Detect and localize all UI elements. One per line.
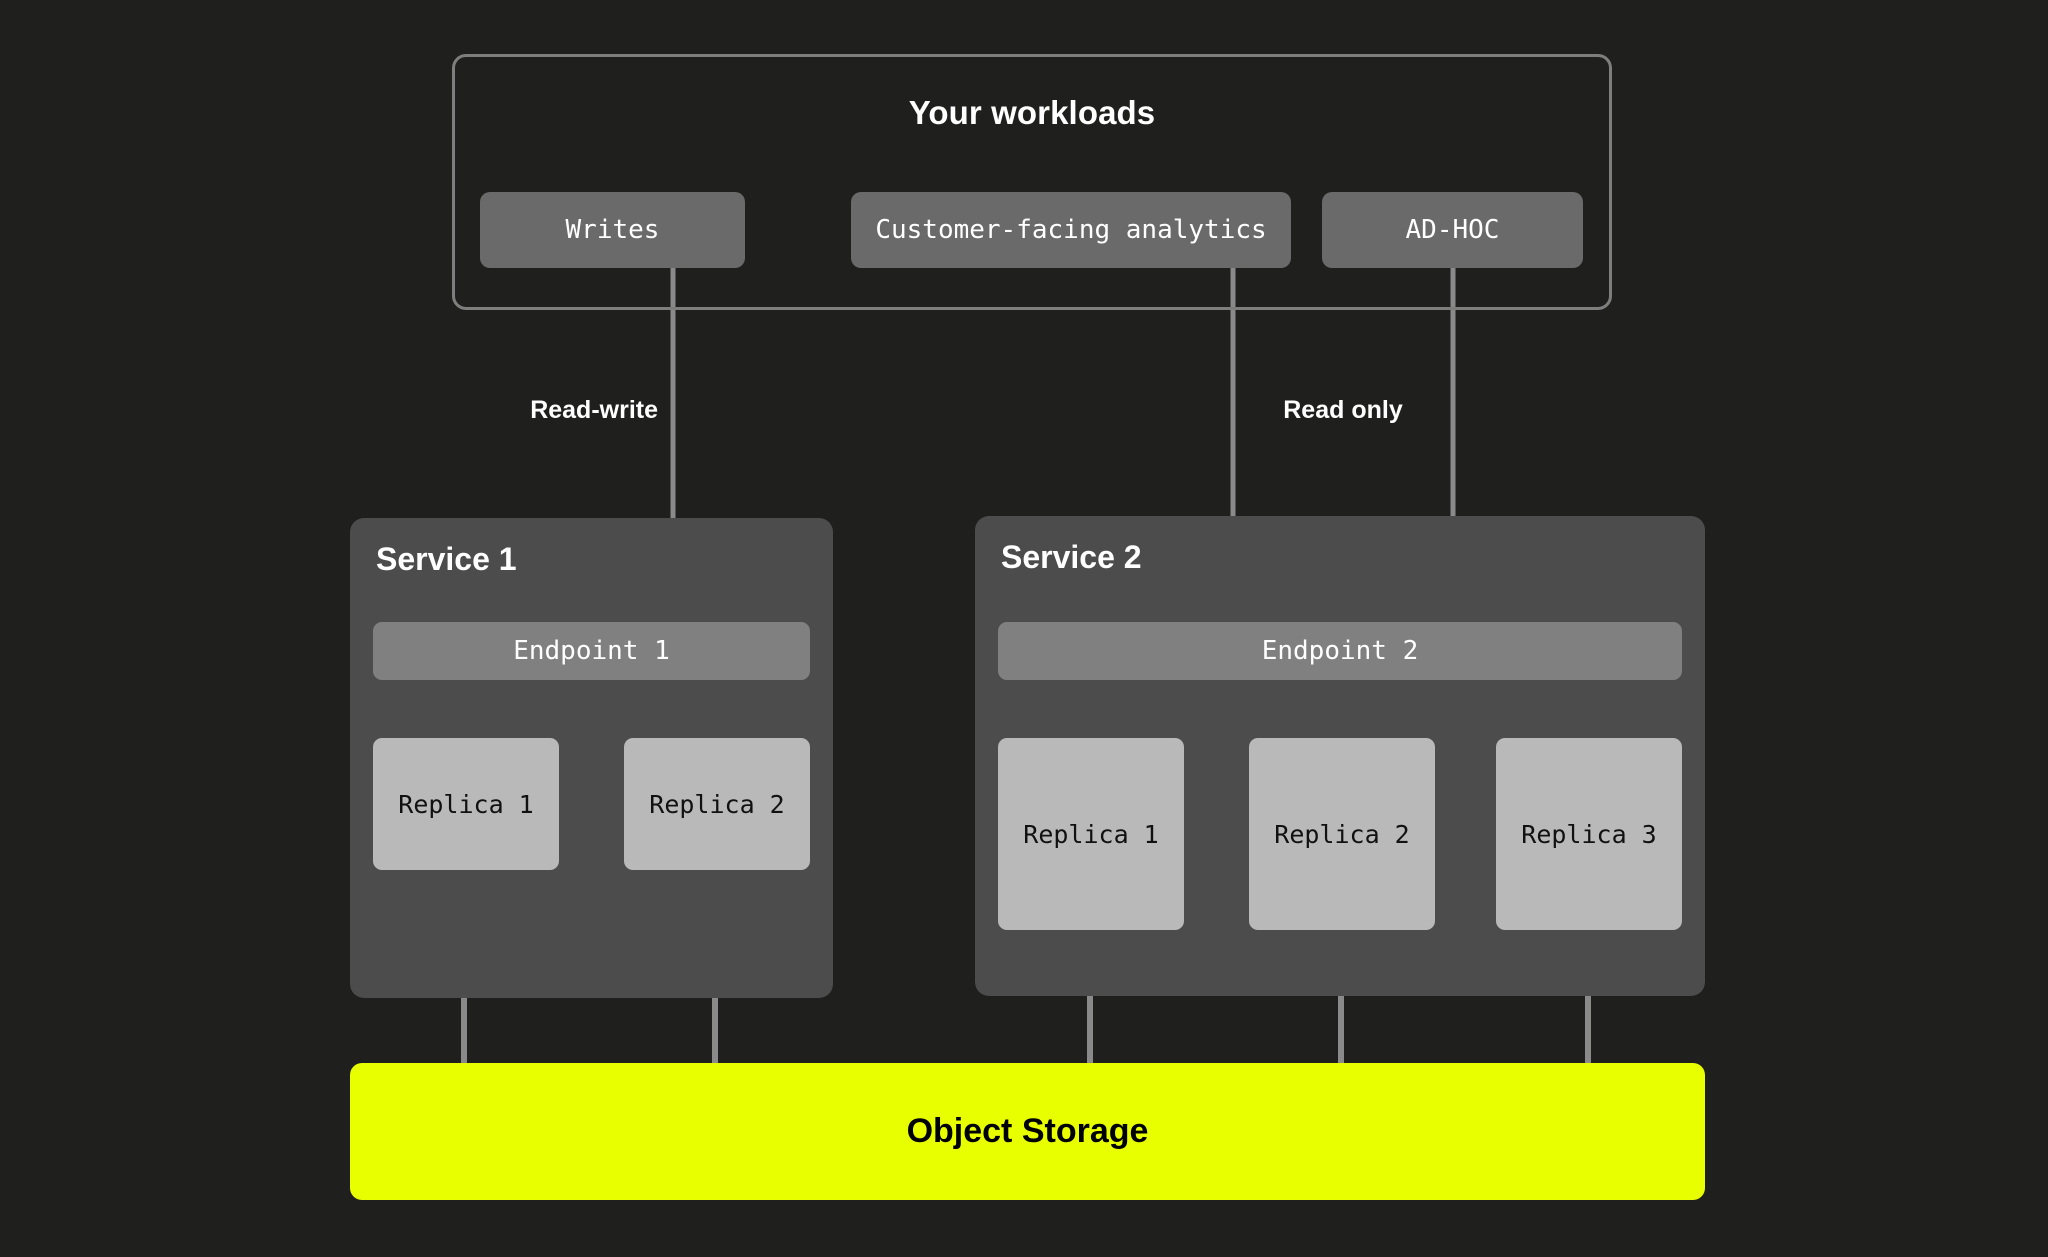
service-2-replica-2[interactable]: Replica 2: [1249, 738, 1435, 930]
edge-label-read-write: Read-write: [530, 396, 658, 424]
service-2-title: Service 2: [1001, 539, 1142, 575]
endpoint-2[interactable]: Endpoint 2: [998, 622, 1682, 680]
service-1-replica-1[interactable]: Replica 1: [373, 738, 559, 870]
service-2-replica-1[interactable]: Replica 1: [998, 738, 1184, 930]
service-panel-1: Service 1 Endpoint 1 Replica 1 Replica 2: [350, 518, 833, 998]
workload-chip-ad-hoc[interactable]: AD-HOC: [1322, 192, 1583, 268]
service-1-replica-2[interactable]: Replica 2: [624, 738, 810, 870]
workload-chip-customer-facing-analytics[interactable]: Customer-facing analytics: [851, 192, 1291, 268]
service-panel-2: Service 2 Endpoint 2 Replica 1 Replica 2…: [975, 516, 1705, 996]
object-storage-bar[interactable]: Object Storage: [350, 1063, 1705, 1200]
service-1-title: Service 1: [376, 541, 517, 577]
service-2-replica-3[interactable]: Replica 3: [1496, 738, 1682, 930]
endpoint-1[interactable]: Endpoint 1: [373, 622, 810, 680]
edge-label-read-only: Read only: [1283, 396, 1403, 424]
workloads-container: [452, 54, 1612, 310]
workloads-title: Your workloads: [908, 94, 1156, 131]
workload-chip-writes[interactable]: Writes: [480, 192, 745, 268]
